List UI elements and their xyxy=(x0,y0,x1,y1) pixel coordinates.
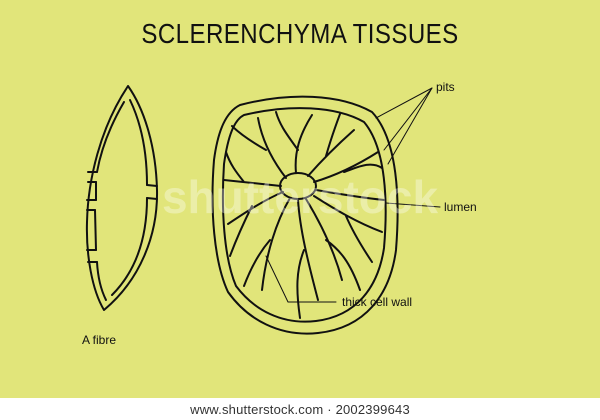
sclereid-cell xyxy=(211,95,399,335)
pit-canal xyxy=(223,151,282,187)
thick-cell-wall-label: thick cell wall xyxy=(342,295,413,309)
pits-leader xyxy=(375,87,433,119)
lumen-label: lumen xyxy=(444,200,477,214)
pit-canal xyxy=(243,197,291,291)
pit-canal xyxy=(305,198,361,291)
fibre-outer-wall xyxy=(85,85,159,311)
cell-outer-wall xyxy=(211,95,399,335)
pit-canal xyxy=(231,117,287,179)
watermark-footer-text: www.shutterstock.com · 2002399643 xyxy=(190,401,410,417)
leader-lines xyxy=(265,87,441,303)
fibre-label: A fibre xyxy=(82,333,117,347)
pits-label: pits xyxy=(436,80,455,94)
cell-inner-wall xyxy=(221,107,387,323)
fibre-inner-wall-right xyxy=(111,197,148,296)
pit-canal xyxy=(313,195,383,263)
fibre-inner-wall-left xyxy=(94,209,97,251)
pit-canal xyxy=(275,111,313,174)
pits-leader xyxy=(387,87,433,165)
fibre-inner-wall-left xyxy=(96,101,125,173)
watermark-footer: www.shutterstock.com · 2002399643 xyxy=(0,398,600,420)
fibre-inner-wall-left xyxy=(96,261,107,301)
pit-canal xyxy=(315,189,386,201)
wall-leader xyxy=(265,255,337,303)
page-title: SCLERENCHYMA TISSUES xyxy=(141,18,459,49)
lumen-leader xyxy=(385,202,441,208)
fibre-pit xyxy=(146,197,158,200)
pits-leader xyxy=(383,87,433,151)
fibre-inner-wall-right xyxy=(129,99,148,186)
pit-canal xyxy=(313,151,383,183)
fibre-pit xyxy=(146,184,158,187)
fibre-cell xyxy=(85,85,159,311)
pit-canal xyxy=(307,113,355,177)
pit-canal xyxy=(296,199,319,319)
pit-canal xyxy=(227,191,284,257)
